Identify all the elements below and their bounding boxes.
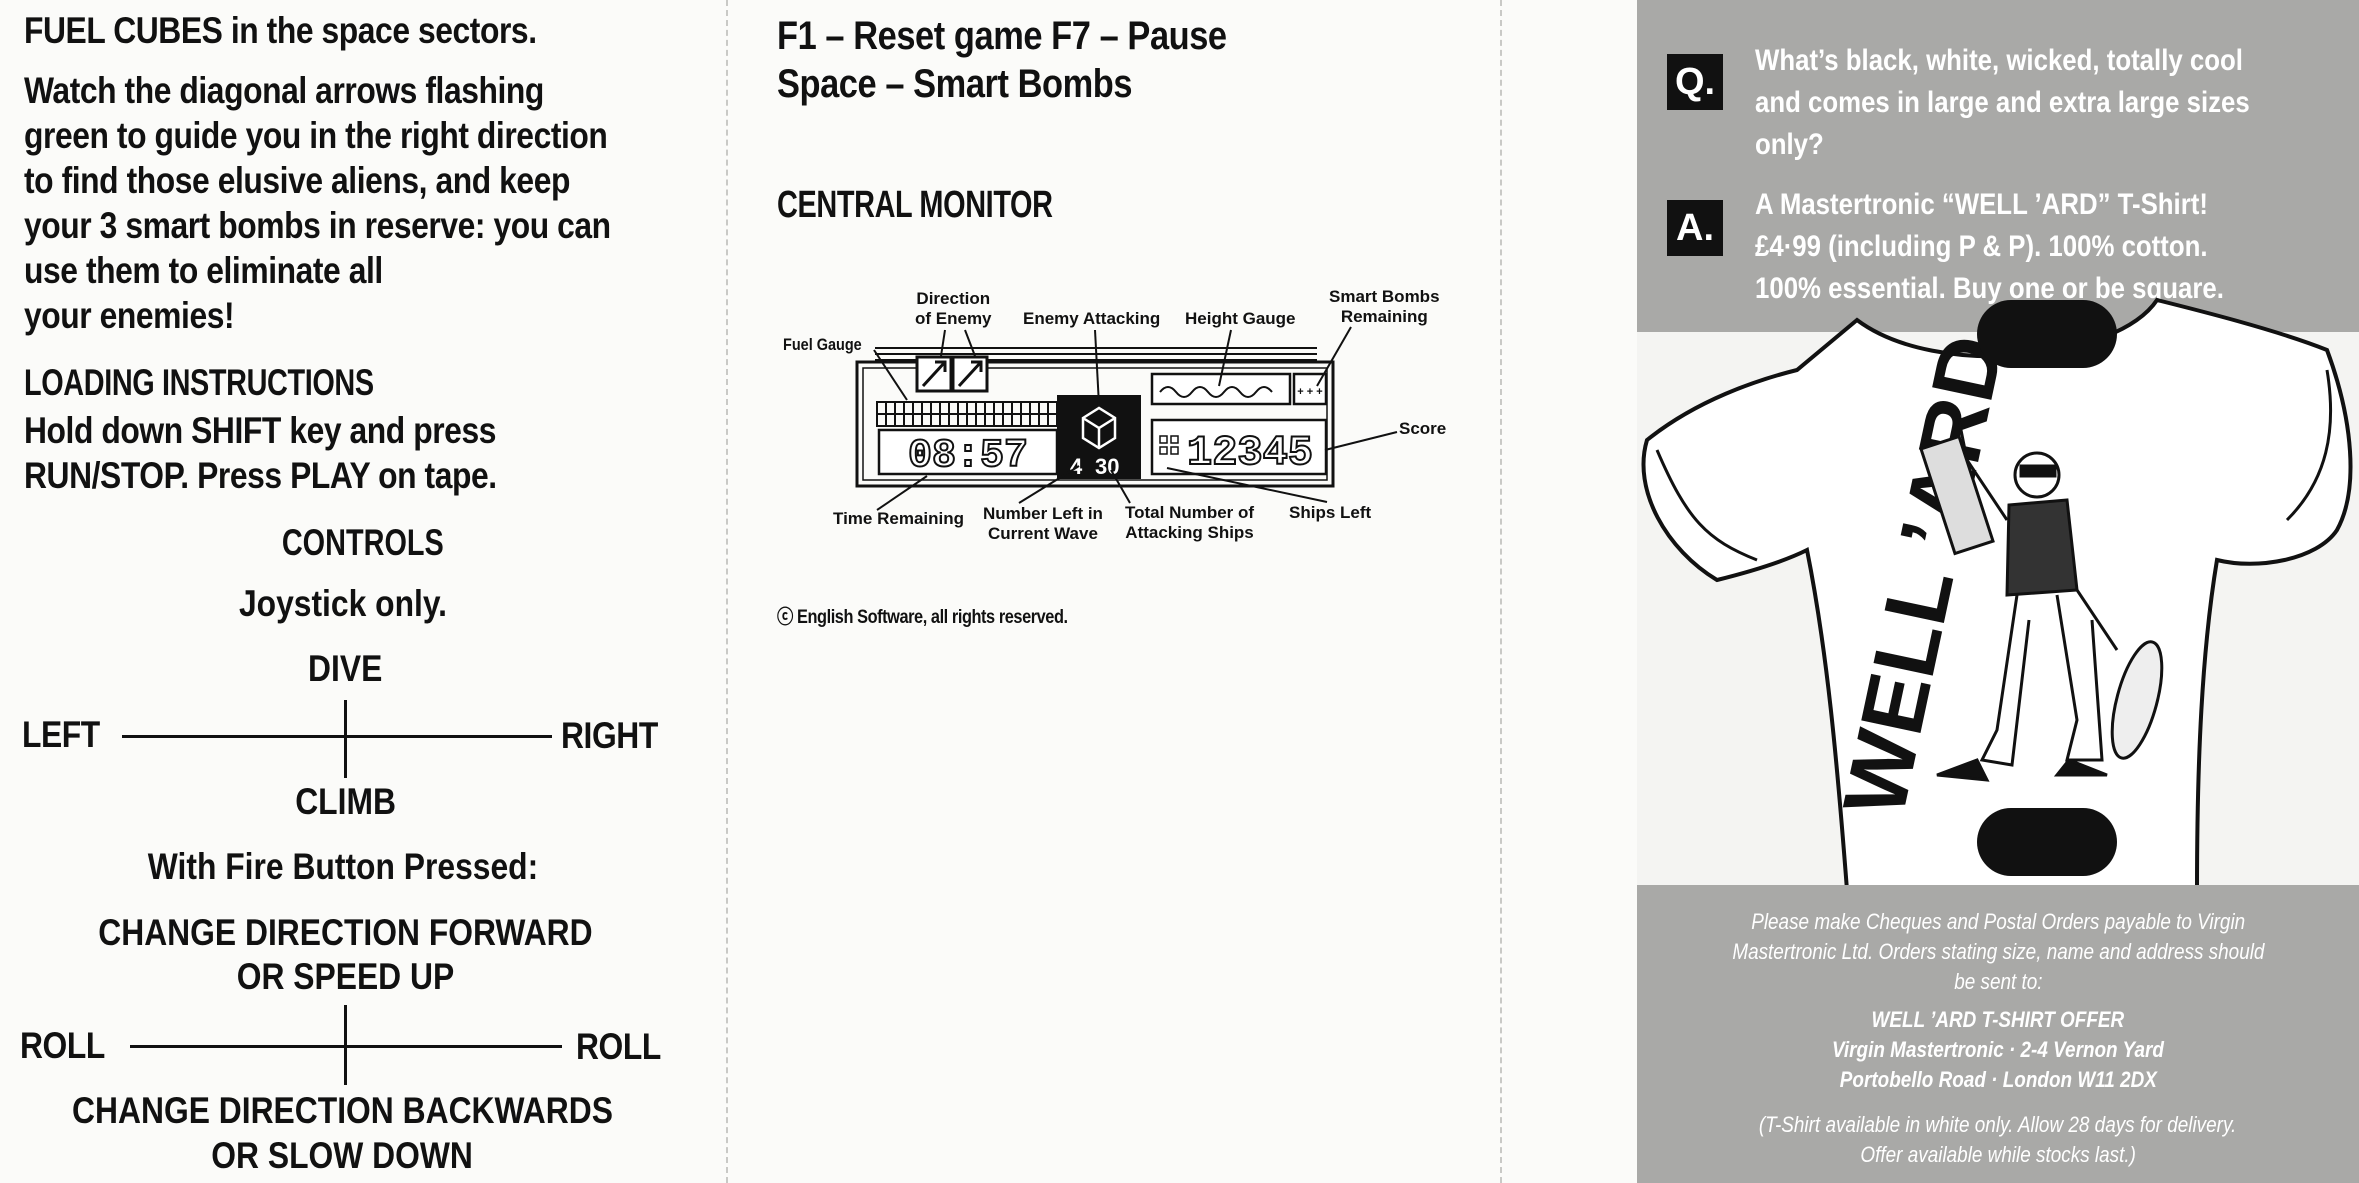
- keys-line-1: F1 – Reset game F7 – Pause: [777, 14, 1227, 58]
- loading-line-1: Hold down SHIFT key and press: [24, 410, 496, 451]
- controls-heading: CONTROLS: [281, 522, 444, 563]
- order-band: [1637, 885, 2359, 1183]
- tshirt-outline: [1641, 297, 2353, 892]
- fire-button-heading: With Fire Button Pressed:: [147, 846, 538, 887]
- label-ships-left: Ships Left: [1289, 503, 1372, 522]
- order-line-2: Mastertronic Ltd. Orders stating size, n…: [1731, 939, 2265, 964]
- label-height-gauge: Height Gauge: [1185, 309, 1296, 328]
- answer-line-3: 100% essential. Buy one or be square.: [1755, 272, 2224, 305]
- intro-line-7: your enemies!: [24, 295, 235, 336]
- monitor-drawing: 08:57 4 30 + + + 12345: [855, 326, 1398, 511]
- roll-left-label: ROLL: [20, 1025, 105, 1066]
- joystick-horizontal-axis: [122, 735, 552, 738]
- question-line-1: What’s black, white, wicked, totally coo…: [1755, 44, 2243, 77]
- order-line-1: Please make Cheques and Postal Orders pa…: [1751, 909, 2245, 934]
- address-line-1: WELL ’ARD T-SHIRT OFFER: [1871, 1007, 2125, 1032]
- intro-line-1: FUEL CUBES in the space sectors.: [24, 10, 537, 51]
- controls-subheading: Joystick only.: [238, 583, 447, 624]
- score-display-box: [1150, 418, 1328, 476]
- monitor-frame: [855, 360, 1335, 488]
- address-line-3: Portobello Road · London W11 2DX: [1839, 1067, 2157, 1092]
- monitor-heading: CENTRAL MONITOR: [777, 184, 1053, 226]
- loading-line-2: RUN/STOP. Press PLAY on tape.: [24, 455, 497, 496]
- order-line-3: be sent to:: [1953, 969, 2043, 994]
- loading-heading: LOADING INSTRUCTIONS: [24, 362, 374, 403]
- label-enemy-attacking: Enemy Attacking: [1023, 309, 1161, 328]
- answer-line-1: A Mastertronic “WELL ’ARD” T-Shirt!: [1755, 188, 2208, 221]
- tshirt-offer-panel: Q. What’s black, white, wicked, totally …: [1637, 0, 2359, 1183]
- ships-left-icons: [1159, 435, 1179, 455]
- address-line-2: Virgin Mastertronic · 2-4 Vernon Yard: [1832, 1037, 2164, 1062]
- score-display: 12345: [1187, 429, 1313, 477]
- intro-line-6: use them to eliminate all: [24, 250, 383, 291]
- question-line-2: and comes in large and extra large sizes: [1755, 86, 2250, 119]
- instructions-panel-middle: F1 – Reset game F7 – Pause Space – Smart…: [727, 0, 1499, 1183]
- roll-right-label: ROLL: [576, 1026, 661, 1067]
- time-display: 08:57: [908, 434, 1028, 479]
- attacking-count: 30: [1095, 454, 1119, 479]
- label-score: Score: [1399, 419, 1447, 438]
- fold-line-1: [726, 0, 728, 1183]
- time-display-box: [877, 428, 1059, 476]
- label-fuel-gauge: Fuel Gauge: [783, 335, 862, 354]
- smart-bombs-display: + + +: [1297, 386, 1322, 398]
- answer-line-2: £4·99 (including P & P). 100% cotton.: [1755, 230, 2208, 263]
- question-line-3: only?: [1755, 128, 1824, 161]
- note-line-2: Offer available while stocks last.): [1860, 1142, 2136, 1167]
- tag-hole-top: [1977, 300, 2117, 368]
- leader-lines: [873, 326, 1398, 511]
- forward-line-2: OR SPEED UP: [236, 956, 455, 997]
- character-figure: [1919, 409, 2164, 782]
- enemy-cube-icon: [1081, 406, 1117, 450]
- fuel-gauge-cells: [876, 401, 1058, 427]
- tshirt-illustration: WELL ’ARD: [1641, 297, 2353, 892]
- keys-line-2: Space – Smart Bombs: [777, 62, 1133, 106]
- label-time-remaining: Time Remaining: [833, 509, 964, 528]
- backward-line-2: OR SLOW DOWN: [211, 1135, 474, 1176]
- instructions-panel-left: FUEL CUBES in the space sectors. Watch t…: [0, 0, 725, 1183]
- intro-line-3: green to guide you in the right directio…: [24, 115, 608, 156]
- note-line-1: (T-Shirt available in white only. Allow …: [1759, 1112, 2237, 1137]
- answer-badge: A.: [1667, 200, 1723, 256]
- copyright-notice: ⓒ English Software, all rights reserved.: [777, 607, 1068, 628]
- roll-vertical-axis: [344, 1005, 347, 1085]
- forward-line-1: CHANGE DIRECTION FORWARD: [98, 912, 593, 953]
- backward-line-1: CHANGE DIRECTION BACKWARDS: [72, 1090, 613, 1131]
- right-label: RIGHT: [561, 715, 658, 756]
- tag-hole-bottom: [1977, 808, 2117, 876]
- joystick-vertical-axis: [344, 700, 347, 778]
- question-badge: Q.: [1667, 54, 1723, 110]
- intro-line-2: Watch the diagonal arrows flashing: [24, 70, 544, 111]
- climb-label: CLIMB: [295, 781, 396, 822]
- intro-line-5: your 3 smart bombs in reserve: you can: [24, 205, 611, 246]
- fold-line-2: [1500, 0, 1502, 1183]
- intro-line-4: to find those elusive aliens, and keep: [24, 160, 570, 201]
- left-label: LEFT: [22, 714, 100, 755]
- dive-label: DIVE: [308, 648, 383, 689]
- qa-band: [1637, 0, 2359, 332]
